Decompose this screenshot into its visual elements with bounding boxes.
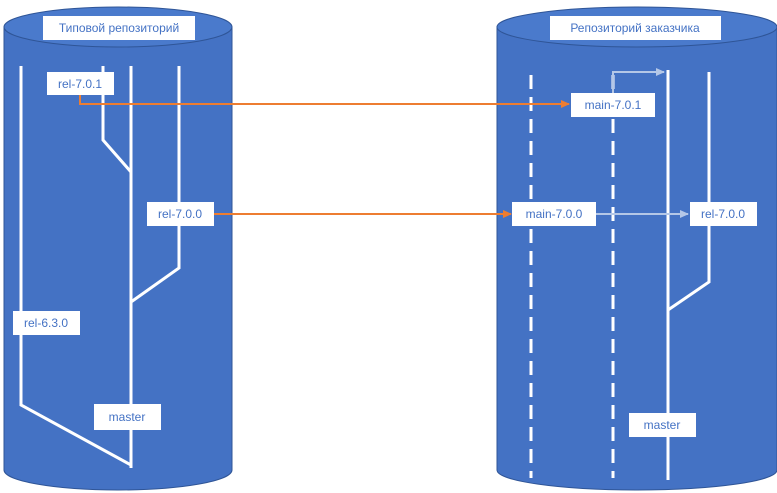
right-cylinder-body — [496, 26, 777, 491]
right-fork-arrow — [612, 68, 665, 94]
right-branch-lines — [529, 70, 711, 480]
left-cylinder-body — [3, 26, 233, 491]
left-branch-lines — [19, 66, 181, 468]
label-left-rel-7-0-0-text: rel-7.0.0 — [158, 207, 202, 221]
label-left-rel-7-0-1-text: rel-7.0.1 — [58, 77, 102, 91]
left-rel-6-3-0-line — [19, 66, 132, 467]
left-rel-7-0-0-line — [130, 66, 181, 304]
label-left-rel-6-3-0-text: rel-6.3.0 — [24, 316, 68, 330]
label-left-master-text: master — [109, 410, 146, 424]
label-right-main-7-0-1-text: main-7.0.1 — [585, 98, 642, 112]
label-right-main-7-0-0: main-7.0.0 — [512, 202, 596, 226]
label-right-master-text: master — [644, 418, 681, 432]
label-left-rel-6-3-0: rel-6.3.0 — [13, 311, 80, 335]
left-repo-title-box: Типовой репозиторий — [43, 16, 195, 40]
label-left-master: master — [94, 404, 161, 430]
label-left-rel-7-0-0: rel-7.0.0 — [147, 202, 214, 226]
left-repo-title: Типовой репозиторий — [59, 21, 179, 35]
label-right-main-7-0-1: main-7.0.1 — [571, 93, 655, 117]
right-repo-title: Репозиторий заказчика — [570, 21, 700, 35]
label-right-rel-7-0-0: rel-7.0.0 — [690, 202, 757, 226]
label-right-rel-7-0-0-text: rel-7.0.0 — [701, 207, 745, 221]
label-left-rel-7-0-1: rel-7.0.1 — [47, 72, 114, 95]
right-rel-7-0-0-line — [667, 72, 711, 312]
right-repo-title-box: Репозиторий заказчика — [550, 16, 721, 40]
label-right-master: master — [629, 413, 696, 437]
label-right-main-7-0-0-text: main-7.0.0 — [526, 207, 583, 221]
